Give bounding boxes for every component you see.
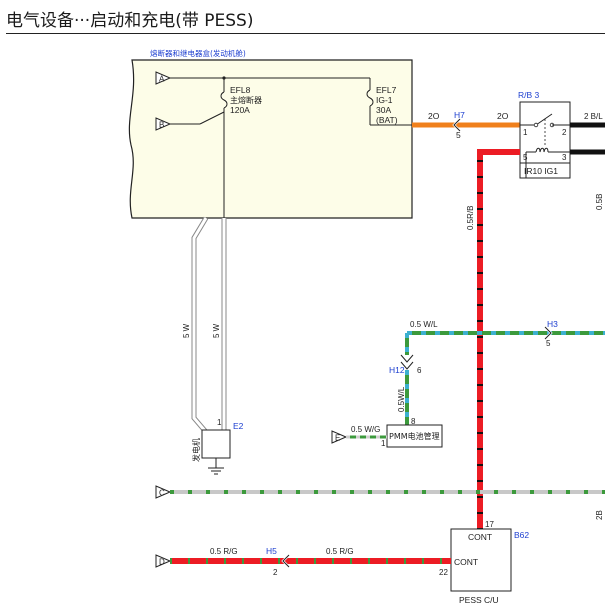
pess-cont2: CONT: [454, 557, 478, 567]
fuse-relay-box: 熔断器和继电器盒(发动机舱): [128, 48, 413, 219]
efl7-id: EFL7: [376, 85, 397, 95]
svg-text:0.5W/L: 0.5W/L: [397, 386, 406, 412]
title-rule: [6, 33, 605, 34]
connector-h5: H5: [266, 546, 277, 556]
connector-b62: B62: [514, 530, 529, 540]
efl8-id: EFL8: [230, 85, 251, 95]
black-wires-right: 2 B/L 0.5B 2B: [570, 112, 605, 520]
relay-name: IR10 IG1: [524, 166, 558, 176]
svg-text:5: 5: [546, 339, 551, 348]
generator-wires: 5 W 5 W: [182, 216, 227, 434]
svg-text:1: 1: [381, 439, 386, 448]
svg-text:0.5 R/G: 0.5 R/G: [326, 547, 354, 556]
svg-text:0.5 W/L: 0.5 W/L: [410, 320, 438, 329]
efl8-name: 主熔断器: [230, 95, 262, 105]
terminal-a: A: [155, 71, 224, 85]
svg-text:0.5B: 0.5B: [595, 194, 604, 210]
page-title: 电气设备···启动和充电(带 PESS): [6, 11, 254, 31]
svg-text:5 W: 5 W: [212, 323, 221, 338]
orange-wire: 2O 2O H7 5: [412, 110, 520, 140]
svg-text:1: 1: [217, 418, 222, 427]
terminal-c: C: [155, 485, 605, 499]
svg-text:2: 2: [273, 568, 278, 577]
generator: 1 E2 发电机: [191, 418, 244, 475]
connector-h7: H7: [454, 110, 465, 120]
connector-h3: H3: [547, 319, 558, 329]
generator-label: 发电机: [191, 438, 201, 462]
svg-text:E: E: [335, 434, 340, 443]
svg-text:A: A: [159, 75, 165, 84]
svg-text:17: 17: [485, 520, 494, 529]
svg-text:2O: 2O: [497, 111, 509, 121]
efl7-note: (BAT): [376, 115, 398, 125]
svg-text:1: 1: [523, 128, 528, 137]
pmm-box: PMM电池管理 8 1: [381, 417, 443, 448]
pess-label: PESS C/U: [459, 595, 499, 605]
svg-text:D: D: [159, 558, 165, 567]
pmm-label: PMM电池管理: [389, 431, 440, 441]
svg-text:6: 6: [417, 366, 422, 375]
svg-text:0.5R/B: 0.5R/B: [466, 206, 475, 230]
efl8-main-fuse: EFL8 主熔断器 120A: [220, 76, 370, 218]
svg-text:2B: 2B: [595, 510, 604, 520]
pess-control-unit: CONT CONT PESS C/U 17 22 B62: [439, 520, 529, 605]
pess-cont1: CONT: [468, 532, 492, 542]
relay-rb3: R/B 3 IR10 IG1 1 2 5 3: [518, 90, 571, 179]
svg-text:B: B: [159, 121, 164, 130]
efl7-name: IG-1: [376, 95, 393, 105]
efl8-rating: 120A: [230, 105, 250, 115]
svg-text:5 W: 5 W: [182, 323, 191, 338]
svg-text:5: 5: [456, 130, 461, 140]
red-wire-vertical: 0.5R/B: [466, 149, 520, 532]
svg-text:2O: 2O: [428, 111, 440, 121]
svg-text:2 B/L: 2 B/L: [584, 112, 603, 121]
svg-text:0.5 W/G: 0.5 W/G: [351, 425, 380, 434]
fuse-box-label: 熔断器和继电器盒(发动机舱): [150, 48, 246, 58]
svg-text:3: 3: [562, 153, 567, 162]
svg-text:5: 5: [523, 153, 528, 162]
relay-label: R/B 3: [518, 90, 540, 100]
wl-wires: 0.5 W/L 0.5W/L H3 5 H12 6: [389, 319, 605, 425]
efl7-fuse: EFL7 IG-1 30A (BAT): [366, 78, 412, 126]
svg-text:2: 2: [562, 128, 567, 137]
terminal-d: D 0.5 R/G 0.5 R/G H5 2: [155, 546, 451, 577]
efl7-rating: 30A: [376, 105, 391, 115]
svg-text:0.5 R/G: 0.5 R/G: [210, 547, 238, 556]
svg-text:8: 8: [411, 417, 416, 426]
connector-e2: E2: [233, 421, 244, 431]
terminal-e: E 0.5 W/G: [331, 425, 387, 444]
svg-text:22: 22: [439, 568, 448, 577]
connector-h12: H12: [389, 365, 405, 375]
terminal-b: B: [155, 111, 225, 131]
svg-text:C: C: [159, 489, 165, 498]
